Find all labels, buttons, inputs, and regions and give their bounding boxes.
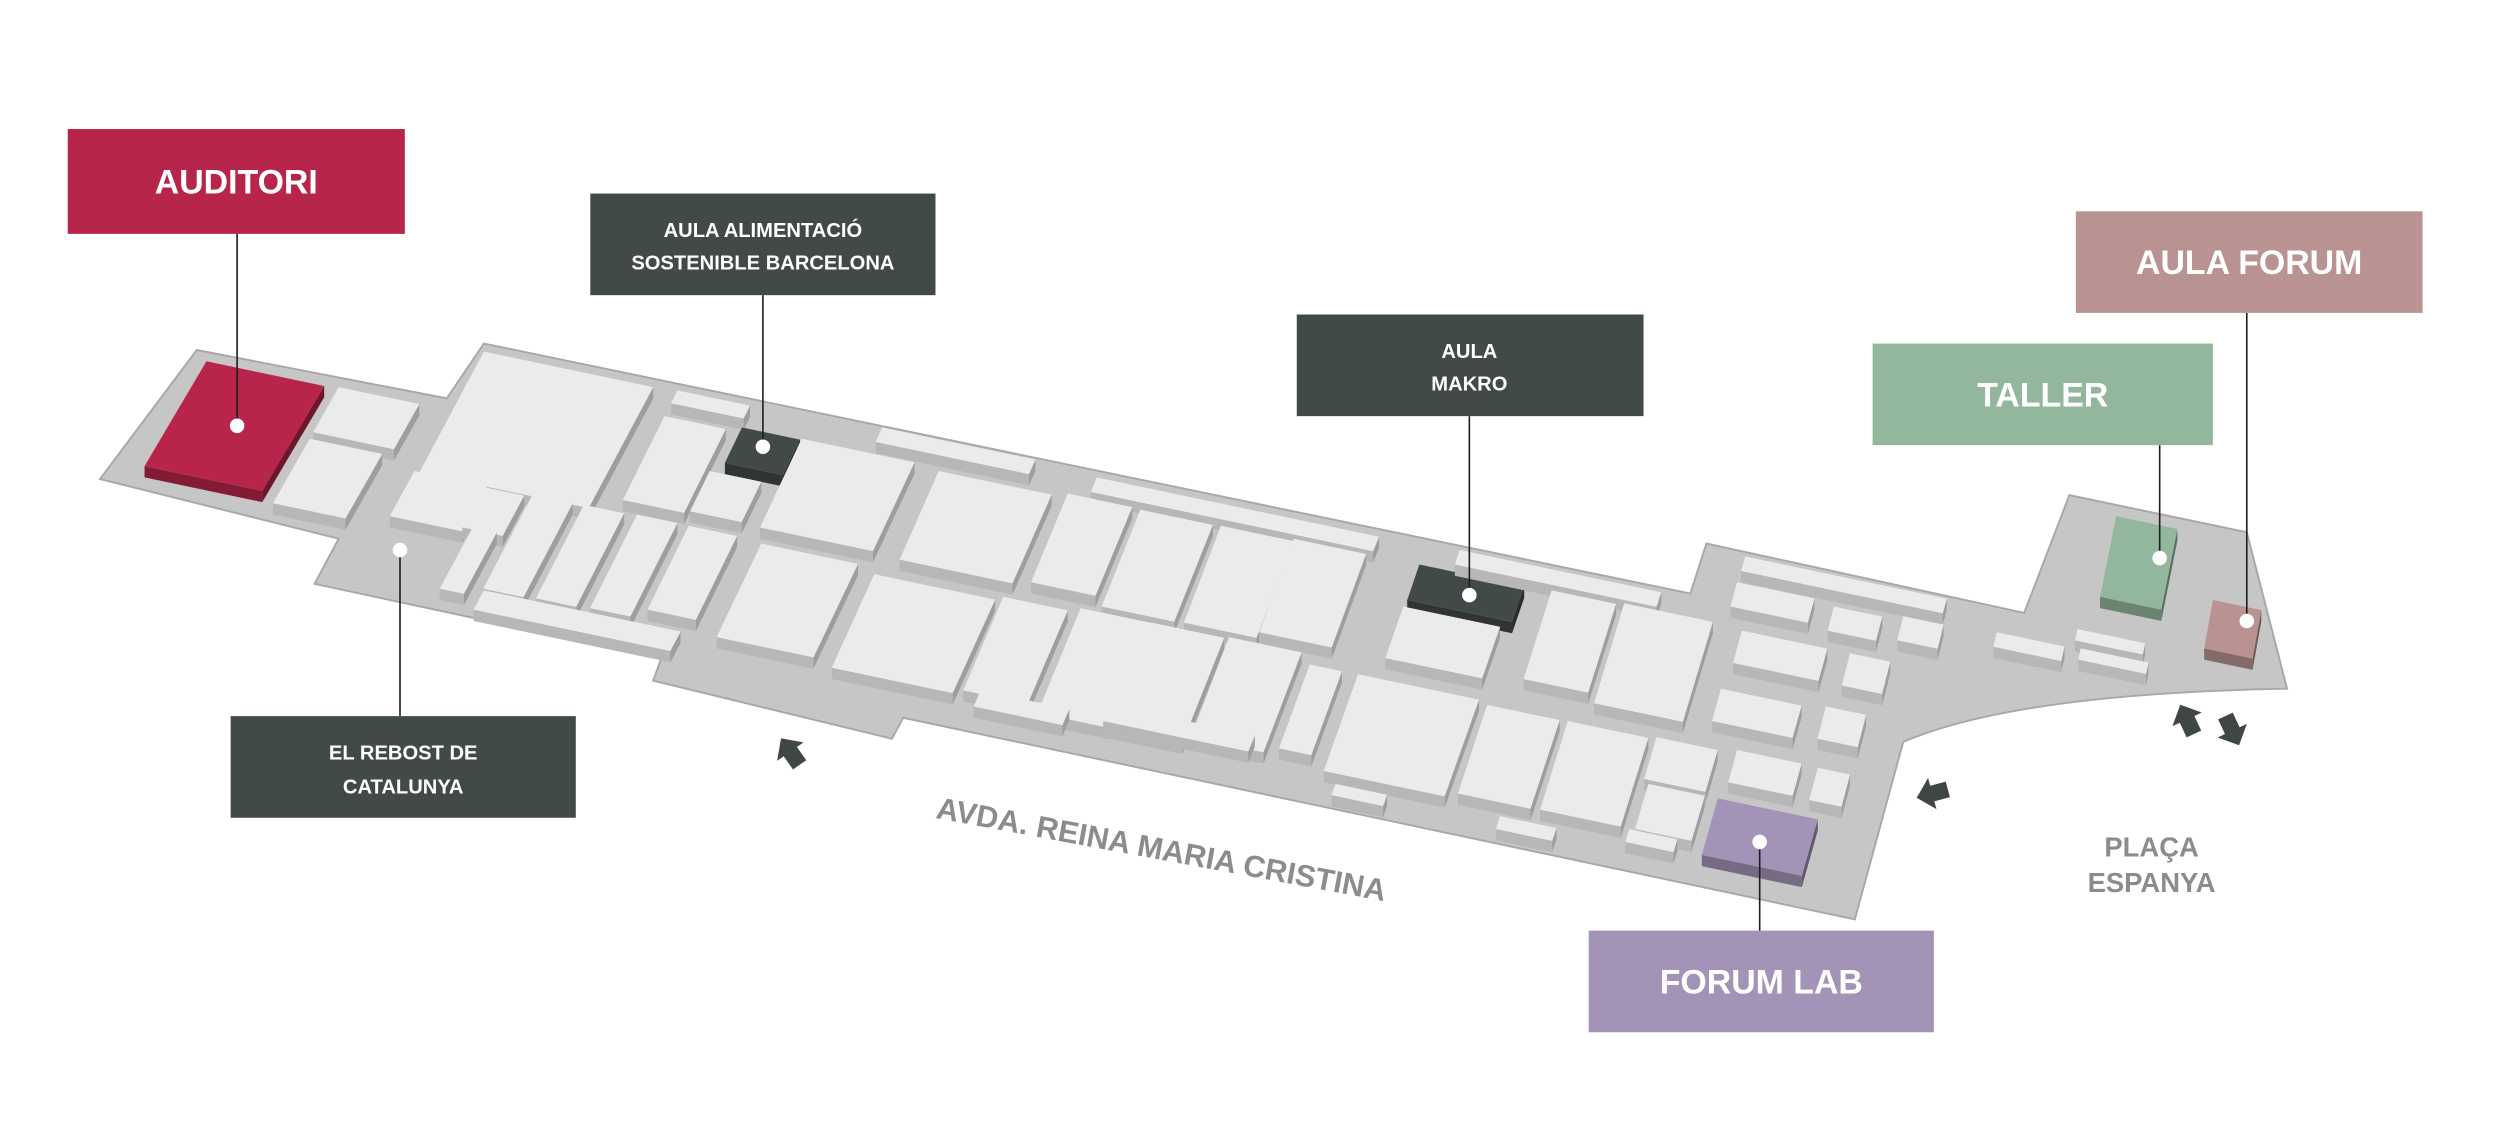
building-block — [439, 527, 497, 606]
exit-arrow-icon — [2217, 712, 2247, 746]
building-block — [1728, 750, 1802, 808]
location-dots — [229, 418, 2255, 850]
building-block — [1259, 538, 1367, 659]
building-block — [760, 438, 915, 563]
svg-text:EL REBOST DE: EL REBOST DE — [329, 743, 478, 765]
building-block — [1030, 493, 1133, 608]
svg-text:AUDITORI: AUDITORI — [155, 164, 318, 202]
dot-el-rebost[interactable] — [392, 542, 408, 558]
building-block — [1733, 630, 1828, 693]
plaza-line1: PLAÇA — [2104, 831, 2199, 862]
building-block — [473, 590, 681, 663]
dot-taller[interactable] — [2152, 550, 2167, 566]
building-block — [716, 543, 859, 669]
label-aula-forum[interactable]: AULA FORUM — [2075, 211, 2423, 313]
dot-aula-makro[interactable] — [1462, 587, 1477, 603]
svg-text:AULA: AULA — [1441, 341, 1497, 363]
label-el-rebost[interactable]: EL REBOST DE CATALUNYA — [230, 716, 576, 818]
label-forum-lab[interactable]: FORUM LAB — [1588, 930, 1934, 1033]
svg-text:CATALUNYA: CATALUNYA — [343, 777, 464, 799]
building-block — [622, 416, 726, 525]
svg-text:AULA FORUM: AULA FORUM — [2136, 244, 2362, 282]
building-block — [1331, 783, 1388, 818]
buildings — [144, 351, 2262, 888]
building-block — [1323, 674, 1480, 808]
building-block — [1103, 704, 1255, 763]
building-block — [2078, 648, 2149, 686]
label-taller[interactable]: TALLER — [1872, 343, 2213, 446]
label-aula-makro[interactable]: AULA MAKRO — [1296, 314, 1644, 417]
building-block — [690, 470, 762, 534]
label-aula-alimentacio[interactable]: AULA ALIMENTACIÓ SOSTENIBLE BARCELONA — [590, 193, 936, 296]
dot-aula-forum[interactable] — [2239, 613, 2255, 629]
building-block — [1523, 590, 1617, 704]
arrows — [777, 704, 2247, 810]
street-avenue: AVDA. REINA MARIA CRISTINA — [934, 791, 1389, 908]
building-block — [1897, 616, 1944, 661]
entrance-arrow-icon — [2172, 704, 2202, 738]
building-block — [1817, 706, 1867, 759]
label-auditori[interactable]: AUDITORI — [67, 129, 405, 234]
building-block — [1809, 767, 1850, 819]
building-block — [1741, 556, 1947, 625]
dot-auditori[interactable] — [229, 418, 245, 434]
building-block — [1457, 704, 1560, 821]
building-block — [1540, 720, 1649, 838]
plaza-line2: ESPANYA — [2088, 867, 2216, 898]
building-block — [875, 427, 1036, 486]
entrance-arrow-icon — [777, 738, 807, 770]
building-block — [1993, 632, 2065, 673]
dot-forum-lab[interactable] — [1752, 834, 1767, 850]
svg-text:MAKRO: MAKRO — [1431, 373, 1507, 395]
building-block — [1841, 653, 1891, 706]
building-block — [1711, 688, 1802, 750]
building-block — [1594, 603, 1713, 734]
building-block — [272, 438, 383, 530]
building-block — [1827, 606, 1883, 653]
building-block — [1730, 582, 1815, 634]
building-block — [1279, 664, 1342, 767]
building-block — [973, 690, 1070, 737]
svg-text:SOSTENIBLE BARCELONA: SOSTENIBLE BARCELONA — [631, 252, 895, 274]
building-block — [1385, 606, 1500, 690]
svg-text:AULA ALIMENTACIÓ: AULA ALIMENTACIÓ — [664, 218, 863, 242]
building-aula-forum — [2204, 600, 2262, 670]
building-block — [1495, 816, 1557, 853]
building-taller — [2099, 516, 2178, 621]
building-block — [1625, 829, 1678, 864]
building-block — [671, 390, 750, 430]
svg-text:TALLER: TALLER — [1977, 376, 2108, 414]
svg-text:FORUM LAB: FORUM LAB — [1660, 964, 1863, 1002]
building-block — [831, 574, 996, 705]
building-block — [899, 470, 1052, 595]
building-block — [1101, 509, 1213, 633]
building-block — [647, 525, 738, 632]
dot-aula-alimentacio[interactable] — [755, 439, 771, 455]
entrance-arrow-icon — [1916, 777, 1950, 810]
